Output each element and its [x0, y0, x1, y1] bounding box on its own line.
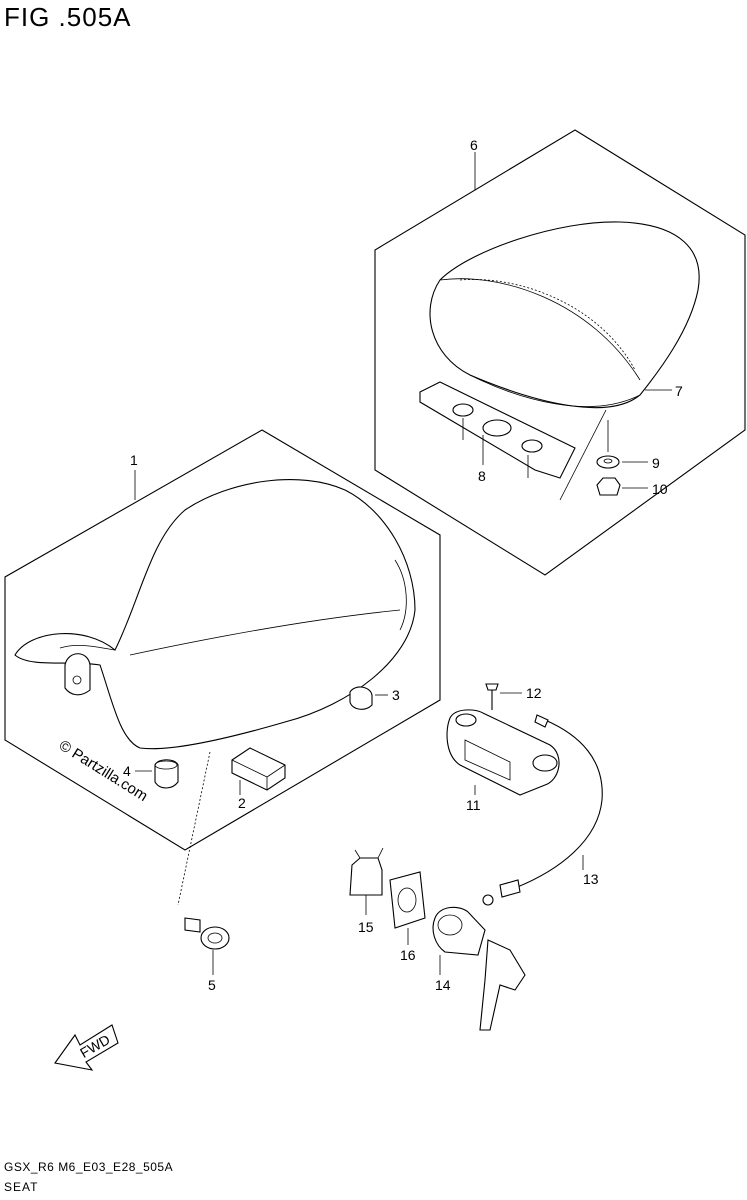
- rider-seat-group: [4, 429, 441, 851]
- lock-assembly-group: [349, 683, 603, 1031]
- nut-part[interactable]: [596, 477, 621, 496]
- lock-bracket-part[interactable]: [349, 857, 383, 896]
- callout-10: 10: [652, 481, 668, 497]
- callout-7: 7: [675, 383, 683, 399]
- callout-5: 5: [208, 977, 216, 993]
- callout-12: 12: [526, 685, 542, 701]
- callout-11: 11: [466, 797, 481, 813]
- seat-latch-part[interactable]: [446, 709, 560, 796]
- callout-13: 13: [583, 871, 599, 887]
- forward-arrow: FWD: [54, 1024, 119, 1071]
- callout-1: 1: [130, 452, 138, 468]
- callout-6: 6: [470, 137, 478, 153]
- callout-3: 3: [392, 687, 400, 703]
- pillion-seat-group: [374, 129, 746, 576]
- rider-seat-cushion[interactable]: [14, 479, 416, 750]
- callout-8: 8: [478, 468, 486, 484]
- screw-part[interactable]: [485, 683, 499, 691]
- seat-bolt-part[interactable]: [184, 917, 201, 933]
- callout-16: 16: [400, 947, 416, 963]
- seat-lock-cable[interactable]: [514, 719, 603, 889]
- figure-code: GSX_R6 M6_E03_E28_505A: [4, 1160, 174, 1174]
- pad-part[interactable]: [231, 747, 286, 791]
- spacer-part[interactable]: [154, 759, 179, 789]
- bolt-5-group: [177, 751, 230, 975]
- figure-name: SEAT: [4, 1180, 39, 1194]
- pillion-seat-cushion[interactable]: [429, 221, 700, 409]
- callout-15: 15: [358, 919, 374, 935]
- cushion-rubber-part[interactable]: [349, 686, 373, 710]
- lock-plate-part[interactable]: [389, 871, 426, 929]
- callout-9: 9: [652, 455, 660, 471]
- callout-14: 14: [435, 977, 451, 993]
- seat-hook-part[interactable]: [64, 653, 91, 696]
- rider-seat-boundary: [4, 429, 441, 851]
- callout-4: 4: [123, 763, 131, 779]
- callout-2: 2: [238, 795, 246, 811]
- figure-title: FIG .505A: [4, 2, 132, 32]
- pillion-seat-boundary: [374, 129, 746, 576]
- key-part[interactable]: [479, 939, 526, 1031]
- washer-part[interactable]: [596, 455, 620, 469]
